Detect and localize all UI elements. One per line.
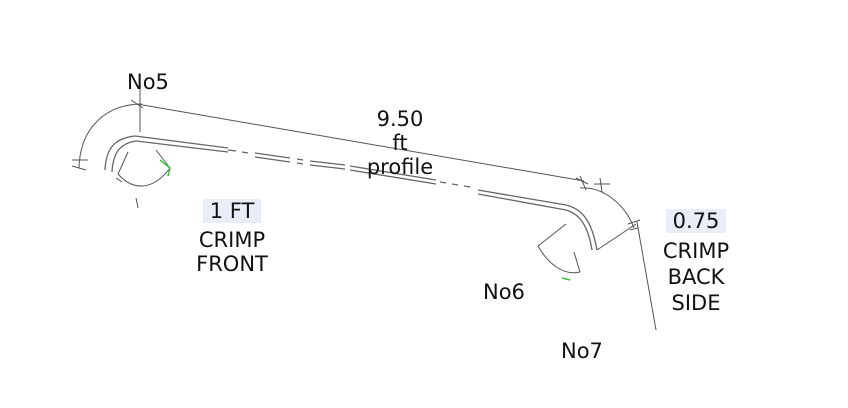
- back-size-badge: 0.75: [665, 209, 727, 233]
- crimp-back-note: 0.75 CRIMP BACK SIDE: [647, 208, 745, 316]
- label-no6: No6: [483, 280, 525, 304]
- front-size-badge: 1 FT: [202, 199, 262, 223]
- bend-no5: [71, 103, 171, 209]
- back-line3: SIDE: [671, 291, 721, 315]
- label-no7: No7: [561, 339, 603, 363]
- length-caption: profile: [366, 155, 434, 179]
- label-no5: No5: [127, 70, 169, 94]
- front-line1: CRIMP: [198, 228, 266, 252]
- front-line2: FRONT: [196, 252, 268, 276]
- length-unit: ft: [392, 131, 408, 155]
- leader-line-back: [636, 221, 657, 331]
- length-label: 9.50 ft profile: [352, 107, 448, 179]
- accent-mark-right: [561, 277, 571, 281]
- back-line1: CRIMP: [662, 239, 730, 263]
- bend-no6: [537, 177, 641, 274]
- crimp-front-note: 1 FT CRIMP FRONT: [180, 199, 284, 276]
- length-dimension: [130, 86, 589, 191]
- accent-mark-left: [159, 159, 171, 177]
- back-line2: BACK: [667, 265, 725, 289]
- profile-line: [104, 135, 598, 251]
- length-value: 9.50: [376, 107, 424, 131]
